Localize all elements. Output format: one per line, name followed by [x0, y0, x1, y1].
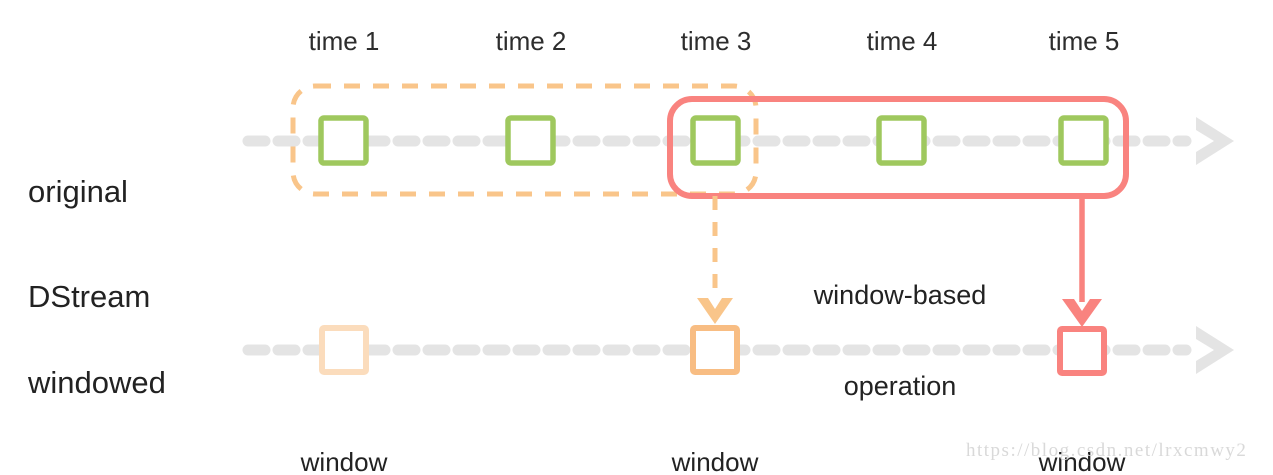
- batch-box-time-5: [1058, 115, 1109, 166]
- window-caption-time-5-line1: window: [1038, 447, 1126, 475]
- batch-boxes-original-dstream: [318, 115, 1109, 166]
- time-label-2: time 2: [495, 26, 567, 56]
- connector-arrowhead-time-3: [697, 298, 733, 324]
- window-caption-time-3: window at time 3: [605, 390, 825, 475]
- window-result-box-time-1: [319, 325, 369, 375]
- window-result-box-time-3: [690, 325, 740, 375]
- window-result-box-time-5: [1057, 326, 1107, 376]
- batch-box-time-2: [505, 115, 556, 166]
- operation-label-line1: window-based: [813, 280, 987, 311]
- time-label-4: time 4: [866, 26, 938, 56]
- timeline-arrow-icon-original: [1196, 117, 1234, 165]
- row-label-original-line2: DStream: [28, 278, 151, 314]
- connector-arrow-time-3-dashed: [697, 196, 733, 324]
- row-label-original-dstream: original DStream: [28, 106, 150, 384]
- row-label-windowed-dstream: windowed DStream: [28, 297, 166, 475]
- batch-box-time-1: [318, 115, 369, 166]
- batch-box-time-3: [690, 115, 741, 166]
- time-label-5: time 5: [1048, 26, 1120, 56]
- window-caption-time-1-line1: window: [300, 447, 388, 475]
- window-frame-at-time-5-solid: [667, 96, 1129, 199]
- watermark-text: https://blog.csdn.net/lrxcmwy2: [966, 440, 1248, 461]
- window-frame-at-time-3-dashed: [290, 83, 759, 197]
- timeline-arrow-icon-windowed: [1196, 326, 1234, 374]
- time-label-3: time 3: [680, 26, 752, 56]
- window-caption-time-3-line1: window: [671, 447, 759, 475]
- window-caption-time-1: window at time 1: [234, 390, 454, 475]
- row-label-original-line1: original: [28, 174, 128, 210]
- batch-box-time-4: [876, 115, 927, 166]
- row-label-windowed-line1: windowed: [28, 365, 166, 401]
- operation-label-line2: operation: [843, 371, 957, 402]
- connector-arrow-time-5-solid: [1062, 196, 1102, 327]
- row-label-windowed-line2: DStream: [28, 470, 166, 475]
- window-caption-time-5: window at time 5: [972, 390, 1192, 475]
- result-boxes-windowed-dstream: [319, 325, 1107, 376]
- time-label-1: time 1: [308, 26, 380, 56]
- operation-label: window-based operation: [750, 220, 1050, 462]
- connector-arrowhead-time-5: [1062, 299, 1102, 327]
